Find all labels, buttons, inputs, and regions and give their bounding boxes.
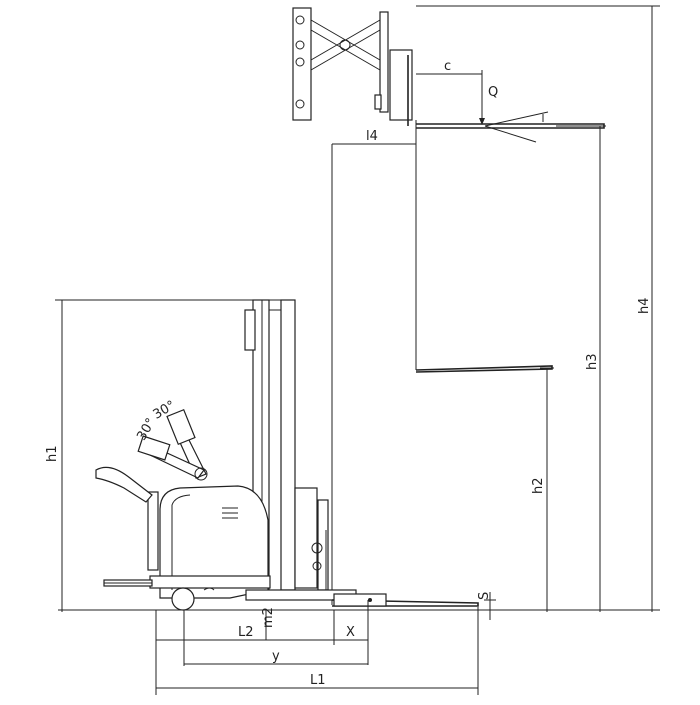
label-m2: m2 xyxy=(261,607,276,628)
load-center-marker xyxy=(416,70,485,125)
label-S: S xyxy=(477,592,492,600)
truck-body xyxy=(95,408,479,611)
label-X: X xyxy=(346,625,355,640)
label-h2: h2 xyxy=(531,477,546,494)
label-h4: h4 xyxy=(637,297,652,314)
length-dimension-lines xyxy=(155,592,496,695)
label-l4: l4 xyxy=(366,129,378,144)
height-dimension-lines xyxy=(55,5,660,612)
reach-mechanism xyxy=(292,7,413,126)
label-Q: Q xyxy=(488,85,498,100)
label-c: c xyxy=(444,59,451,74)
label-angle-left: 30° xyxy=(134,416,159,443)
mast-lifted xyxy=(331,111,605,605)
label-h1: h1 xyxy=(45,445,60,462)
label-h3: h3 xyxy=(585,353,600,370)
label-L2: L2 xyxy=(238,625,254,640)
label-L1: L1 xyxy=(310,673,326,688)
label-y: y xyxy=(272,649,280,664)
